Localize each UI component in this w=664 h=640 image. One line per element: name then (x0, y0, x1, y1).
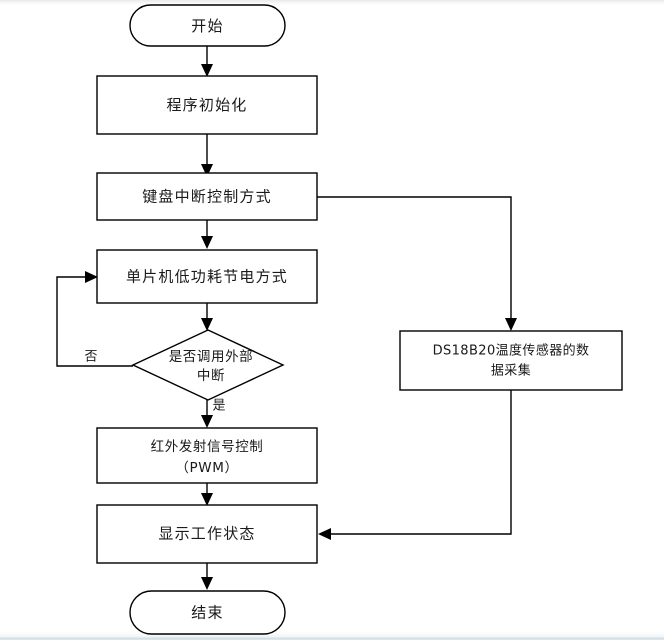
end-terminator-shape (129, 590, 286, 635)
node-start[interactable]: 开始 (129, 4, 286, 47)
start-terminator-shape (129, 4, 286, 47)
arrowhead-icon (201, 236, 213, 249)
keypad-label: 键盘中断控制方式 (142, 188, 272, 206)
display-process-shape (96, 504, 318, 564)
edge-label-yes: 是 (212, 399, 225, 414)
edge-irpwm-to-display (201, 483, 213, 506)
page-bottom-edge-band (0, 632, 664, 640)
lowpower-label: 单片机低功耗节电方式 (126, 268, 288, 286)
page-top-edge-band (0, 0, 664, 5)
node-decision[interactable]: 是否调用外部 中断 (131, 329, 285, 401)
node-irpwm[interactable]: 红外发射信号控制 （PWM） (96, 427, 318, 484)
init-process-shape (96, 75, 318, 135)
edge-ds18b20-to-display (318, 390, 512, 540)
node-init[interactable]: 程序初始化 (96, 75, 318, 135)
edge-decision-yes-to-irpwm (201, 400, 213, 428)
node-keypad[interactable]: 键盘中断控制方式 (96, 172, 318, 221)
end-label: 结束 (191, 604, 223, 622)
irpwm-label-line1: 红外发射信号控制 (151, 439, 264, 455)
decision-label-line2: 中断 (197, 368, 225, 384)
edge-decision-no-to-lowpower (56, 271, 133, 367)
ds18b20-process-shape (399, 330, 623, 391)
arrowhead-icon (85, 271, 98, 283)
node-ds18b20[interactable]: DS18B20温度传感器的数 据采集 (399, 330, 623, 391)
keypad-process-shape (96, 172, 318, 221)
start-label: 开始 (191, 17, 223, 35)
node-end[interactable]: 结束 (129, 590, 286, 635)
node-display[interactable]: 显示工作状态 (96, 504, 318, 564)
lowpower-process-shape (96, 249, 318, 304)
display-label: 显示工作状态 (158, 525, 255, 543)
node-lowpower[interactable]: 单片机低功耗节电方式 (96, 249, 318, 304)
arrowhead-icon (505, 318, 517, 331)
decision-diamond-shape (131, 329, 285, 401)
irpwm-process-shape (96, 427, 318, 484)
arrowhead-icon (201, 64, 213, 77)
edge-lowpower-to-decision (201, 303, 213, 331)
decision-label-line1: 是否调用外部 (169, 349, 254, 365)
edge-keypad-to-lowpower (201, 220, 213, 249)
edge-display-to-end (201, 563, 213, 590)
arrowhead-icon (318, 528, 331, 540)
arrowhead-icon (201, 415, 213, 428)
arrowhead-icon (201, 577, 213, 590)
arrowhead-icon (201, 164, 213, 177)
arrowhead-icon (201, 493, 213, 506)
edge-keypad-to-ds18b20 (317, 196, 517, 331)
arrowhead-icon (201, 318, 213, 331)
irpwm-label-line2: （PWM） (175, 460, 238, 476)
edge-init-to-keypad (201, 134, 213, 177)
init-label: 程序初始化 (166, 96, 247, 114)
ds18b20-label-line2: 据采集 (491, 363, 531, 379)
edge-start-to-init (201, 46, 213, 77)
ds18b20-label-line1: DS18B20温度传感器的数 (433, 343, 590, 359)
edge-label-no: 否 (84, 350, 97, 365)
